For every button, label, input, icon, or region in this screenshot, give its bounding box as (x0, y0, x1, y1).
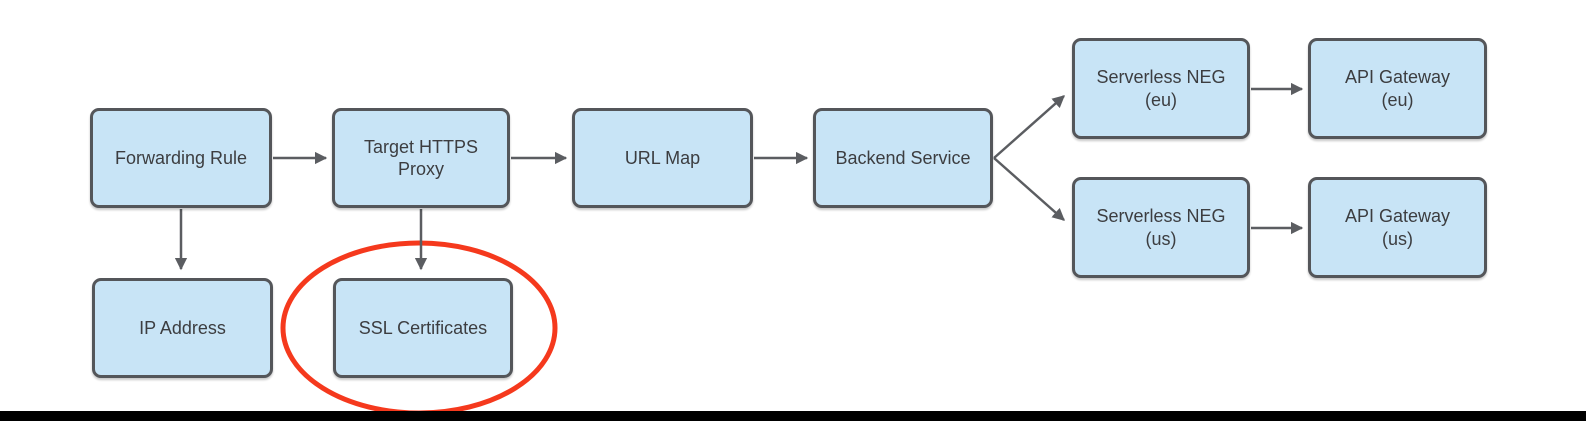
node-label: Backend Service (835, 147, 971, 168)
edge-backend-service-to-serverless-neg-us (993, 157, 1065, 221)
node-forwarding-rule: Forwarding Rule (90, 108, 272, 208)
node-serverless-neg-eu: Serverless NEG (eu) (1072, 38, 1250, 139)
edge-backend-service-to-serverless-neg-eu (993, 95, 1065, 159)
node-url-map: URL Map (572, 108, 753, 208)
node-label: IP Address (139, 317, 226, 338)
node-ip-address: IP Address (92, 278, 273, 378)
node-label: Serverless NEG (eu) (1096, 67, 1226, 110)
node-api-gateway-us: API Gateway (us) (1308, 177, 1487, 278)
node-api-gateway-eu: API Gateway (eu) (1308, 38, 1487, 139)
bottom-bar (0, 411, 1586, 421)
node-label: URL Map (624, 147, 701, 168)
node-label: Serverless NEG (us) (1096, 206, 1226, 249)
node-label: API Gateway (eu) (1344, 67, 1451, 110)
node-label: API Gateway (us) (1344, 206, 1451, 249)
node-target-https-proxy: Target HTTPS Proxy (332, 108, 510, 208)
node-label: SSL Certificates (358, 317, 488, 338)
node-label: Target HTTPS Proxy (363, 136, 479, 180)
node-label: Forwarding Rule (114, 147, 248, 168)
node-serverless-neg-us: Serverless NEG (us) (1072, 177, 1250, 278)
node-ssl-certificates: SSL Certificates (333, 278, 513, 378)
node-backend-service: Backend Service (813, 108, 993, 208)
